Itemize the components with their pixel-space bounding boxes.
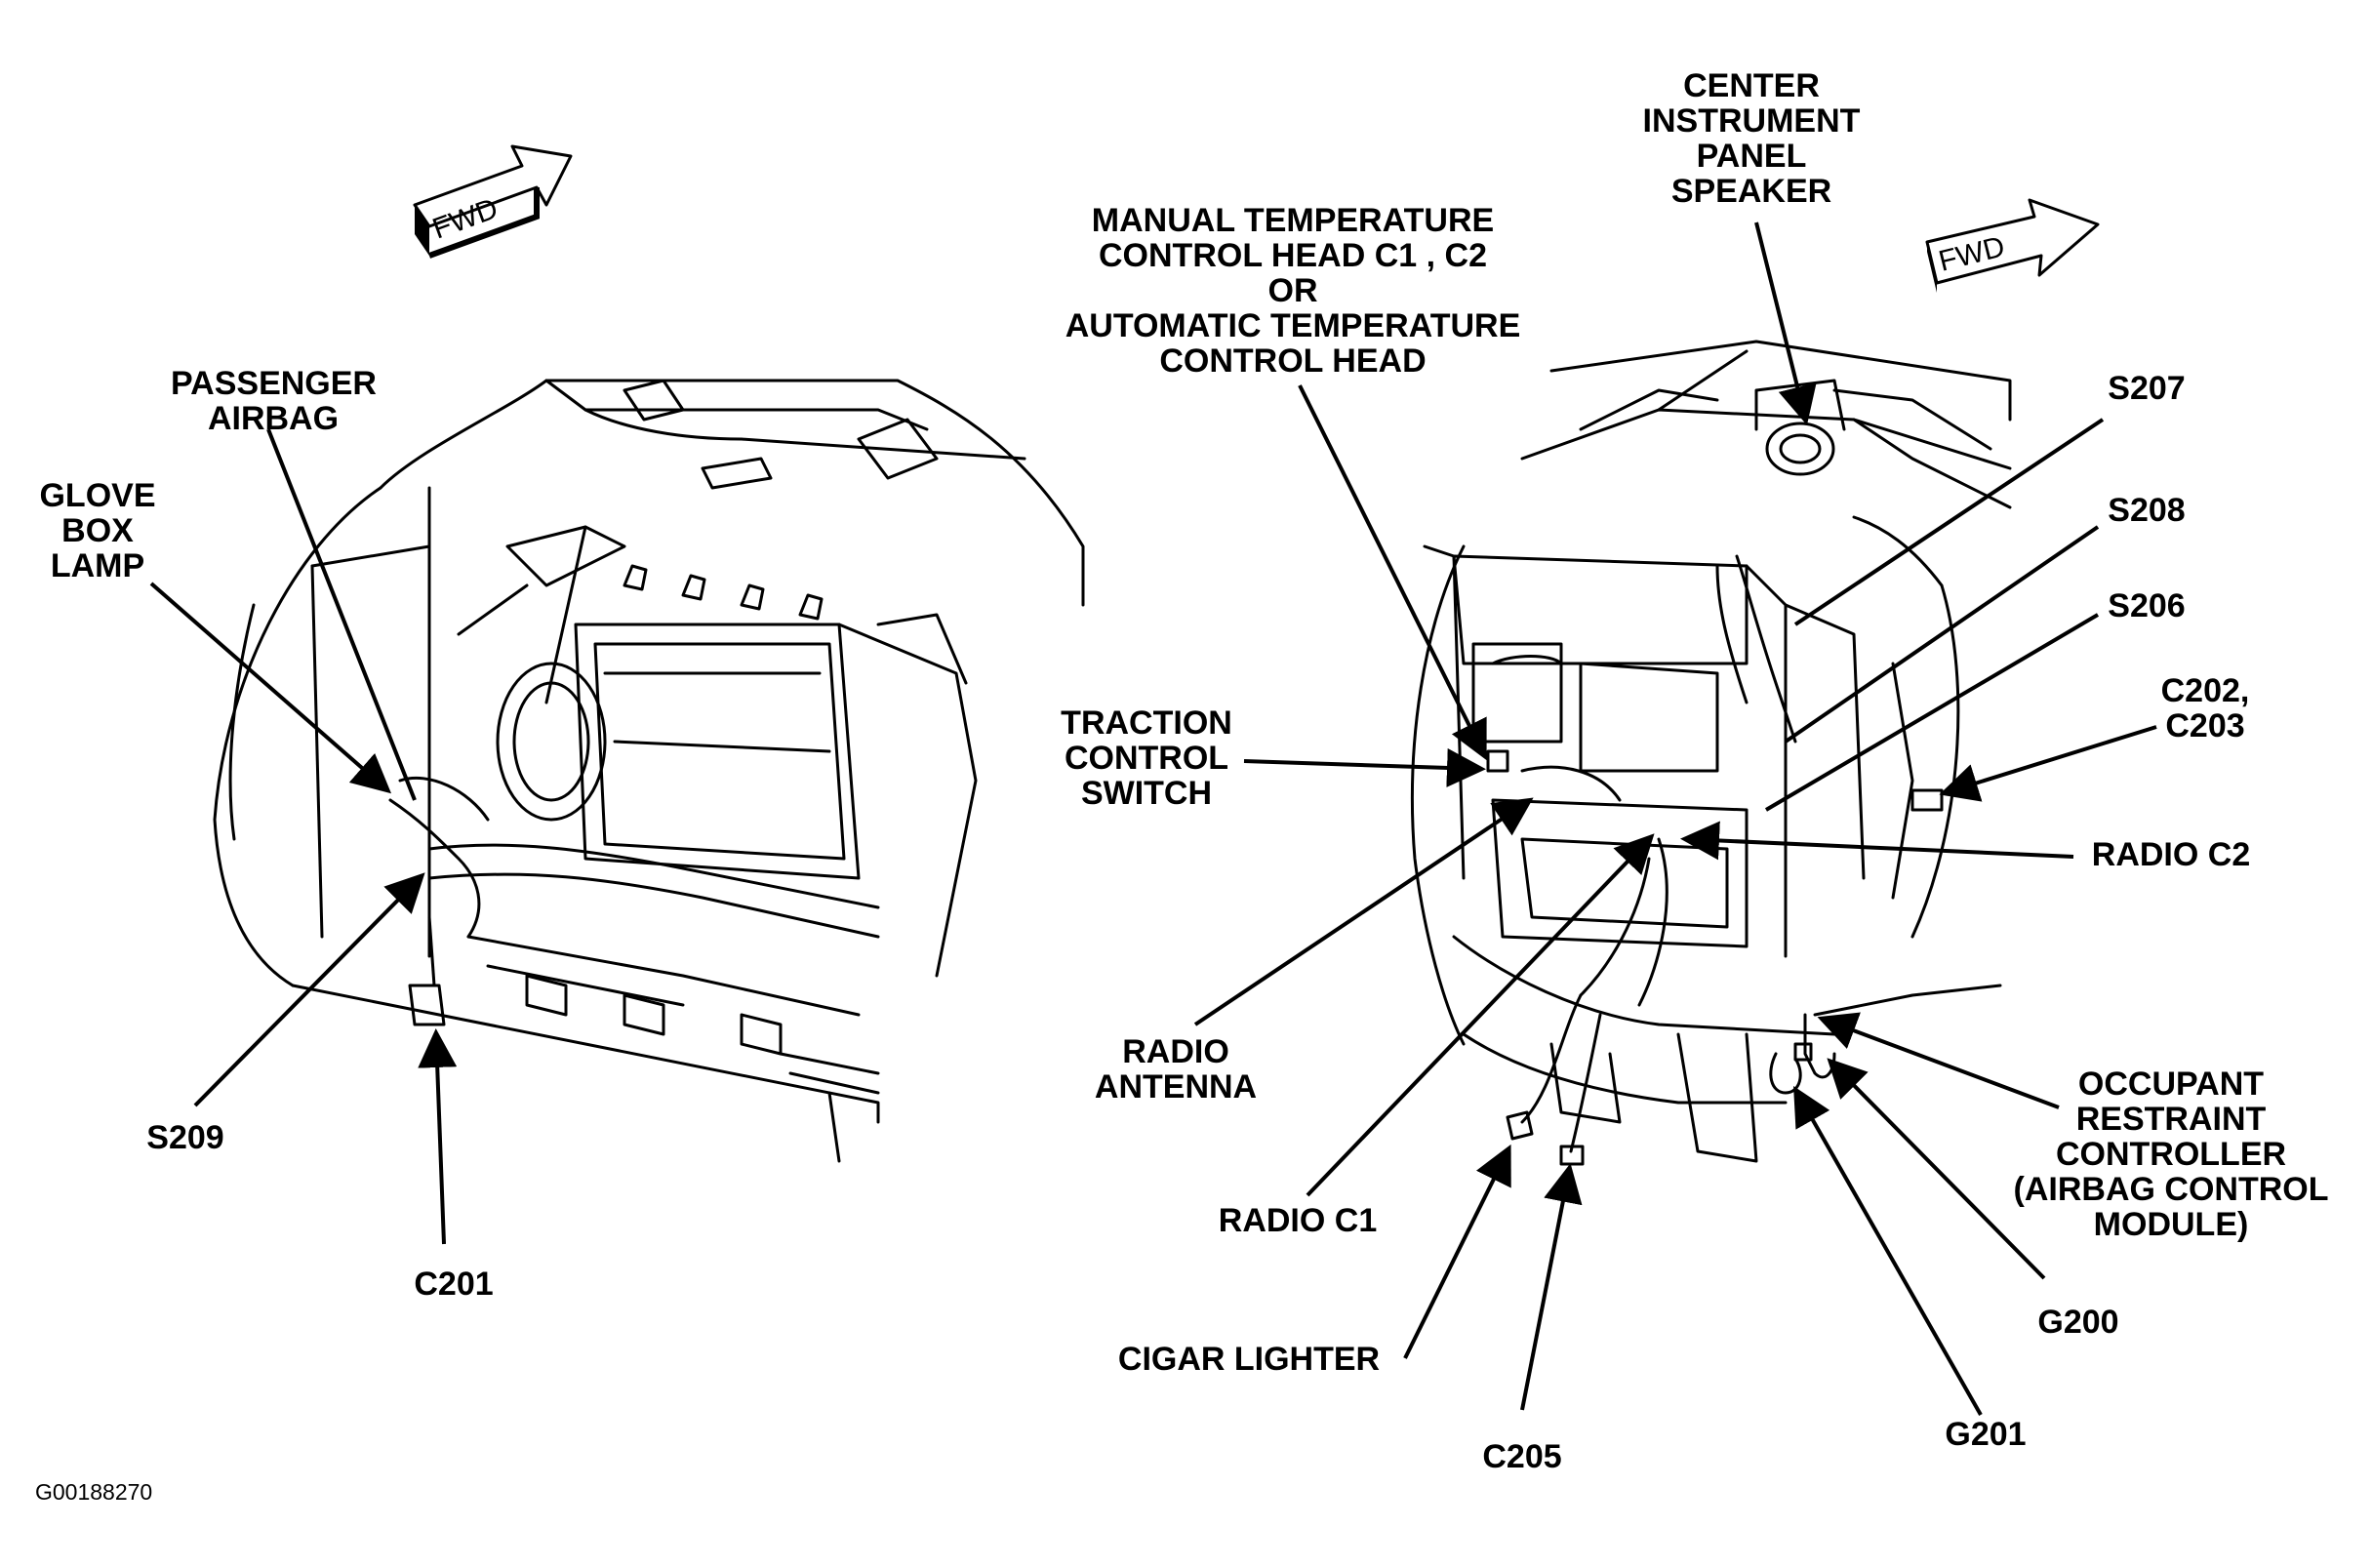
leader-cigar-lighter bbox=[1403, 1144, 1511, 1359]
label-glove-box-lamp: GLOVE BOX LAMP bbox=[39, 477, 156, 584]
label-s208: S208 bbox=[2108, 492, 2186, 529]
leader-s206 bbox=[1764, 613, 2100, 812]
label-g201: G201 bbox=[1945, 1416, 2027, 1453]
label-s209: S209 bbox=[146, 1119, 224, 1156]
leader-s208 bbox=[1784, 525, 2100, 744]
leader-temp-control bbox=[1298, 384, 1487, 761]
leader-occupant-restraint bbox=[1817, 1012, 2060, 1109]
leader-traction-control bbox=[1243, 747, 1486, 787]
label-radio-c2: RADIO C2 bbox=[2091, 836, 2251, 873]
right-center-stack-drawing bbox=[1410, 340, 2012, 1166]
label-radio-antenna: RADIO ANTENNA bbox=[1094, 1033, 1258, 1106]
fwd-arrow-left bbox=[413, 144, 573, 259]
leader-passenger-airbag bbox=[266, 428, 417, 801]
label-temp-control: MANUAL TEMPERATURE CONTROL HEAD C1 , C2 … bbox=[1065, 202, 1521, 380]
label-traction-control: TRACTION CONTROL SWITCH bbox=[1061, 704, 1232, 812]
leader-s209 bbox=[193, 872, 425, 1107]
left-dashboard-drawing bbox=[213, 379, 1085, 1163]
label-cigar-lighter: CIGAR LIGHTER bbox=[1117, 1341, 1381, 1378]
leader-center-speaker bbox=[1754, 221, 1817, 425]
leader-g201 bbox=[1793, 1086, 1983, 1416]
label-s206: S206 bbox=[2108, 587, 2186, 624]
label-g200: G200 bbox=[2037, 1304, 2119, 1341]
fwd-arrow-right bbox=[1925, 198, 2100, 293]
figure-id: G00188270 bbox=[35, 1479, 153, 1505]
label-passenger-airbag: PASSENGER AIRBAG bbox=[171, 365, 377, 437]
leader-g200 bbox=[1827, 1058, 2046, 1280]
leader-radio-antenna bbox=[1193, 797, 1534, 1026]
left-leader-lines bbox=[149, 428, 458, 1245]
leader-radio-c2 bbox=[1680, 821, 2074, 861]
leader-glove-box-lamp bbox=[149, 582, 392, 794]
leader-radio-c1 bbox=[1306, 833, 1655, 1197]
label-occupant-restraint: OCCUPANT RESTRAINT CONTROLLER (AIRBAG CO… bbox=[2013, 1065, 2329, 1243]
label-c201: C201 bbox=[414, 1266, 494, 1303]
leader-c201 bbox=[418, 1028, 458, 1245]
leader-c202-c203 bbox=[1939, 725, 2157, 802]
label-center-speaker: CENTER INSTRUMENT PANEL SPEAKER bbox=[1642, 67, 1861, 210]
label-c205: C205 bbox=[1482, 1438, 1562, 1475]
label-c202-c203: C202, C203 bbox=[2160, 672, 2250, 744]
leader-s207 bbox=[1793, 418, 2105, 626]
leader-c205 bbox=[1520, 1163, 1583, 1411]
right-leader-lines bbox=[1193, 221, 2157, 1416]
label-s207: S207 bbox=[2108, 370, 2186, 407]
label-radio-c1: RADIO C1 bbox=[1218, 1202, 1378, 1239]
